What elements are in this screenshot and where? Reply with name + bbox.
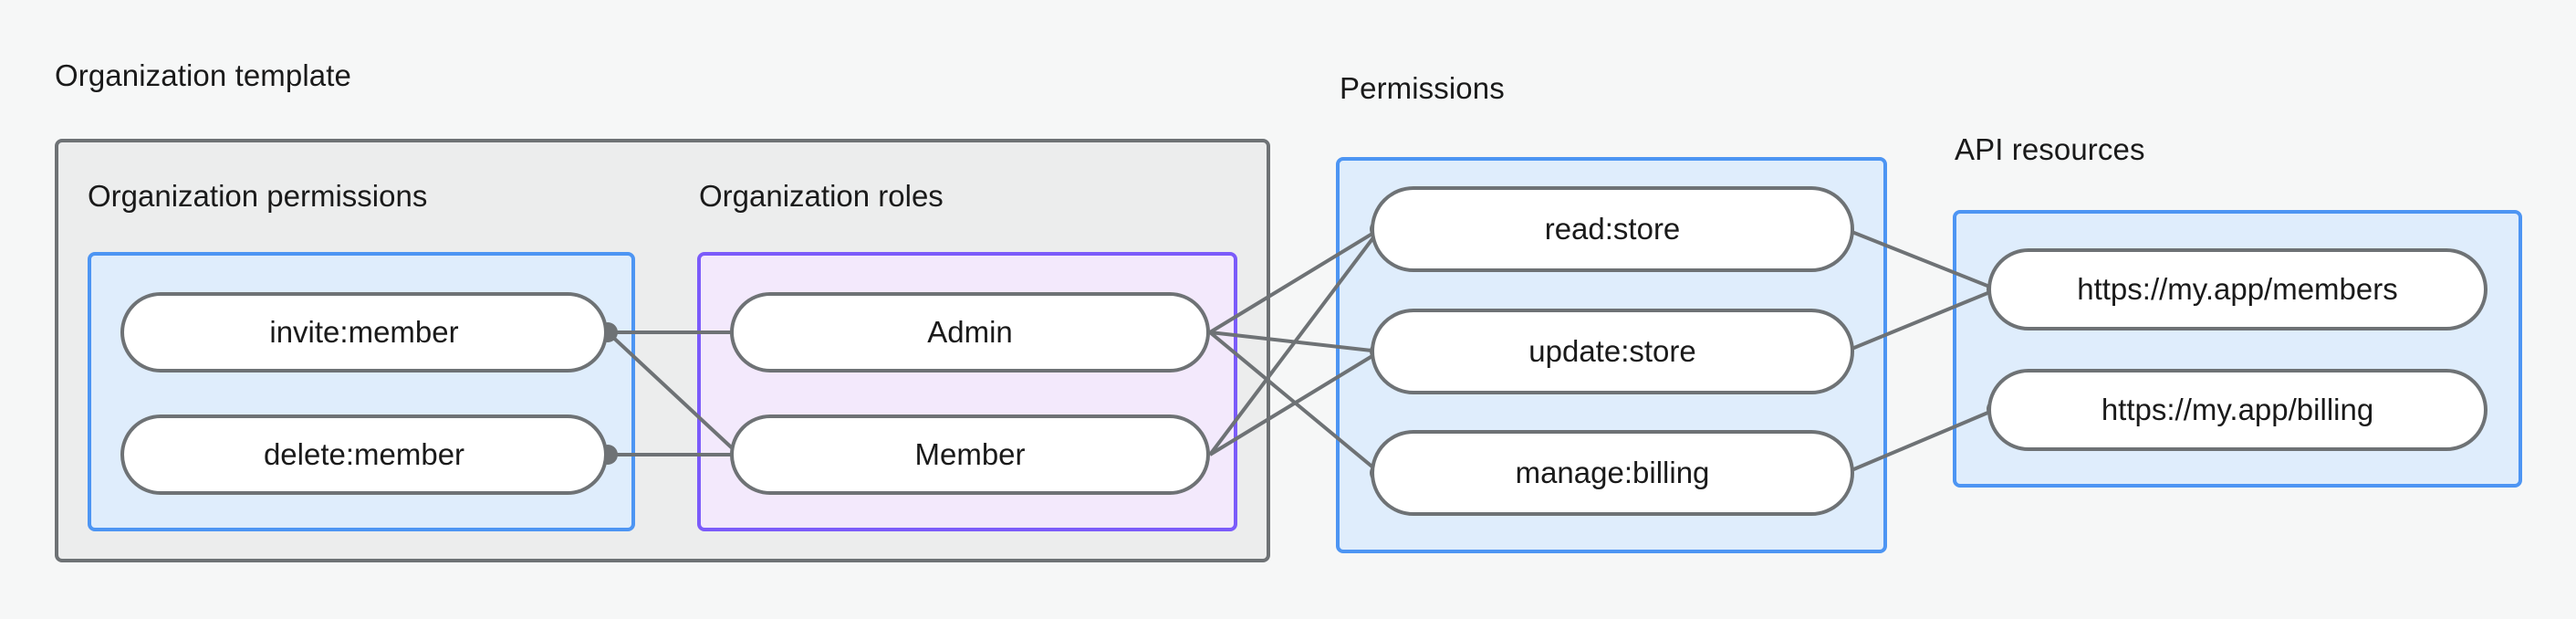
permissions-title: Permissions: [1340, 71, 1505, 105]
organization-roles-subtitle: Organization roles: [699, 179, 944, 213]
node-label: read:store: [1544, 212, 1681, 246]
node-admin[interactable]: Admin: [730, 292, 1210, 372]
node-invite-member[interactable]: invite:member: [120, 292, 608, 372]
node-label: manage:billing: [1515, 456, 1710, 489]
node-member[interactable]: Member: [730, 414, 1210, 495]
node-update-store[interactable]: update:store: [1371, 309, 1854, 394]
node-label: update:store: [1528, 334, 1696, 368]
api-resources-title: API resources: [1955, 132, 2145, 166]
node-label: Admin: [927, 315, 1013, 349]
node-manage-billing[interactable]: manage:billing: [1371, 430, 1854, 516]
node-label: https://my.app/members: [2077, 272, 2398, 306]
node-label: Member: [914, 437, 1026, 471]
node-label: https://my.app/billing: [2101, 393, 2374, 426]
organization-template-title: Organization template: [55, 58, 351, 92]
organization-permissions-subtitle: Organization permissions: [88, 179, 428, 213]
node-label: invite:member: [269, 315, 459, 349]
node-delete-member[interactable]: delete:member: [120, 414, 608, 495]
node-label: delete:member: [263, 437, 465, 471]
node-read-store[interactable]: read:store: [1371, 186, 1854, 272]
node-billing-url[interactable]: https://my.app/billing: [1987, 369, 2487, 451]
node-members-url[interactable]: https://my.app/members: [1987, 248, 2487, 330]
